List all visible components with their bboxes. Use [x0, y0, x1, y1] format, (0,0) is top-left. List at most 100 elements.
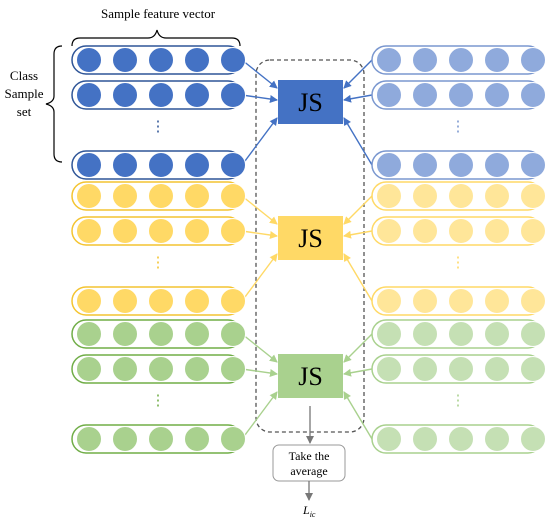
js-label: JS: [298, 224, 323, 253]
feature-vector-left-1: [71, 45, 246, 75]
vector-node-5: [220, 288, 246, 314]
groups-layer: ⋮⋮JS⋮⋮JS⋮⋮JS: [71, 45, 546, 454]
vector-node-2: [412, 152, 438, 178]
vector-node-3: [448, 47, 474, 73]
feature-vector-right-1: [371, 181, 546, 211]
vector-node-5: [220, 218, 246, 244]
vector-node-4: [484, 183, 510, 209]
feature-vector-right-3: [371, 286, 546, 316]
vector-node-3: [148, 356, 174, 382]
vector-node-5: [220, 152, 246, 178]
arrow-left-row-1: [241, 59, 278, 89]
feature-vector-left-1: [71, 181, 246, 211]
vector-node-2: [112, 288, 138, 314]
vector-node-4: [184, 152, 210, 178]
vector-node-3: [148, 82, 174, 108]
ellipsis-right: ⋮: [451, 119, 466, 135]
feature-vector-left-2: [71, 216, 246, 246]
vector-node-1: [376, 321, 402, 347]
vector-node-3: [448, 152, 474, 178]
arrow-right-row-2: [343, 94, 373, 103]
vector-node-4: [484, 218, 510, 244]
vector-node-3: [148, 321, 174, 347]
feature-vector-right-3: [371, 150, 546, 180]
vector-node-4: [484, 356, 510, 382]
vector-node-5: [220, 321, 246, 347]
vector-node-5: [520, 218, 546, 244]
vector-node-5: [520, 356, 546, 382]
feature-vector-right-2: [371, 80, 546, 110]
ellipsis-left: ⋮: [151, 119, 166, 135]
vector-node-2: [412, 288, 438, 314]
feature-vector-left-2: [71, 80, 246, 110]
vector-node-5: [520, 288, 546, 314]
arrow-right-row-3: [343, 117, 373, 166]
vector-node-2: [412, 183, 438, 209]
arrow-right-row-3: [343, 391, 373, 440]
vector-node-1: [376, 426, 402, 452]
class-label-line2: Sample: [5, 86, 44, 101]
feature-vector-right-2: [371, 354, 546, 384]
vector-node-4: [184, 321, 210, 347]
loss-label-main: L: [302, 503, 310, 517]
vector-node-1: [376, 152, 402, 178]
vector-node-3: [448, 183, 474, 209]
vector-node-2: [412, 47, 438, 73]
vector-node-1: [376, 183, 402, 209]
ellipsis-left: ⋮: [151, 255, 166, 271]
vector-node-3: [448, 426, 474, 452]
arrow-right-row-3: [343, 253, 373, 302]
vector-node-2: [112, 426, 138, 452]
vector-node-1: [76, 152, 102, 178]
feature-vector-right-3: [371, 424, 546, 454]
feature-vector-right-2: [371, 216, 546, 246]
vector-node-1: [376, 82, 402, 108]
vector-node-4: [184, 82, 210, 108]
vector-node-2: [412, 82, 438, 108]
vector-node-3: [148, 218, 174, 244]
vector-node-4: [184, 288, 210, 314]
ellipsis-right: ⋮: [451, 393, 466, 409]
vector-node-2: [112, 218, 138, 244]
group-green: ⋮ ⋮ JS: [71, 319, 546, 454]
arrow-right-row-1: [343, 59, 373, 89]
vector-node-1: [76, 321, 102, 347]
feature-vector-left-2: [71, 354, 246, 384]
vector-node-5: [220, 183, 246, 209]
vector-node-5: [520, 47, 546, 73]
vector-node-2: [412, 356, 438, 382]
vector-node-5: [220, 356, 246, 382]
js-box: [278, 216, 343, 260]
vector-node-1: [76, 82, 102, 108]
vector-node-4: [184, 218, 210, 244]
group-blue: ⋮⋮JS: [71, 45, 546, 180]
vector-node-1: [376, 218, 402, 244]
feature-vector-left-3: [71, 150, 246, 180]
vector-node-3: [448, 288, 474, 314]
vector-node-3: [448, 218, 474, 244]
arrow-right-row-2: [343, 230, 373, 239]
vector-node-2: [112, 152, 138, 178]
js-box: [278, 354, 343, 398]
loss-label: Lic: [302, 503, 316, 519]
vector-node-2: [412, 321, 438, 347]
feature-vector-right-1: [371, 45, 546, 75]
vector-node-4: [484, 288, 510, 314]
vector-node-2: [412, 218, 438, 244]
arrow-left-row-3: [241, 117, 278, 166]
vector-node-1: [376, 47, 402, 73]
arrow-left-row-3: [241, 253, 278, 302]
vector-node-3: [448, 82, 474, 108]
ellipsis-left: ⋮: [151, 393, 166, 409]
feature-vector-left-3: [71, 286, 246, 316]
vector-node-5: [220, 82, 246, 108]
vector-node-1: [76, 47, 102, 73]
left-brace: [45, 45, 63, 163]
js-label: JS: [298, 362, 323, 391]
vector-node-2: [112, 82, 138, 108]
vector-node-4: [484, 321, 510, 347]
feature-vector-left-3: [71, 424, 246, 454]
arrow-right-row-1: [343, 333, 373, 363]
vector-node-1: [76, 356, 102, 382]
